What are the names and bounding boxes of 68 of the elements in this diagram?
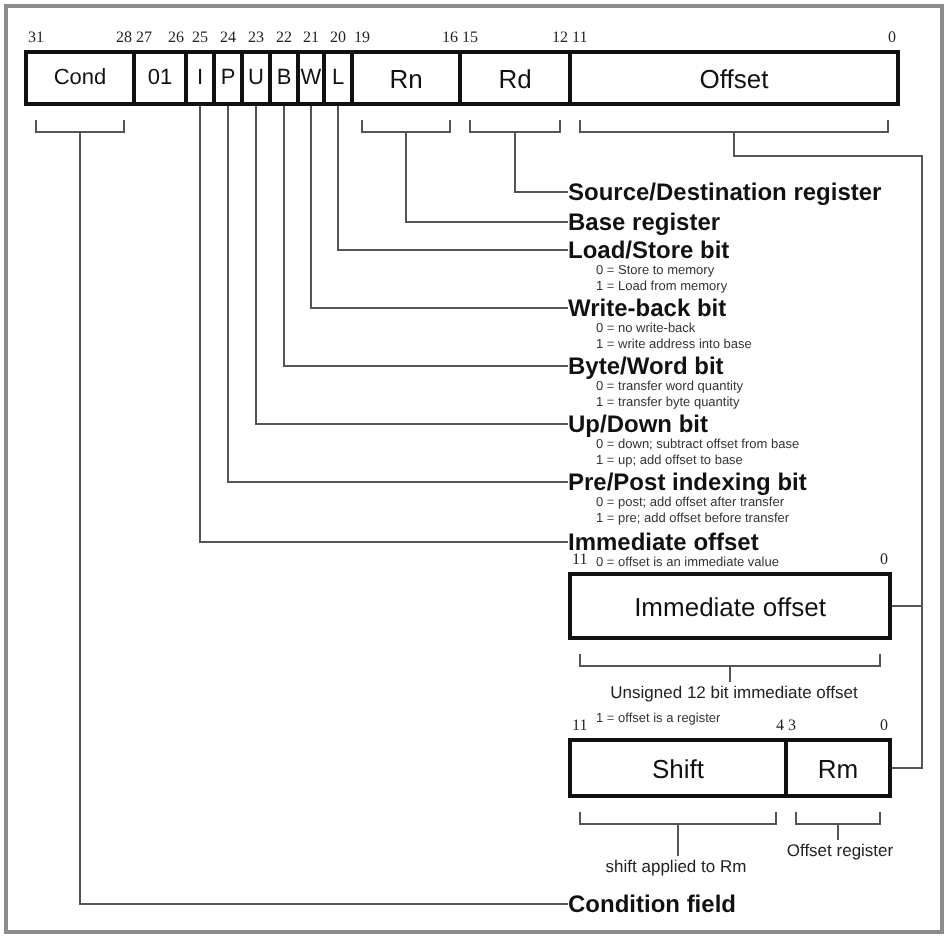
field-label: B [276,66,292,90]
caption-text: Offset register [786,840,894,860]
bit-number: 20 [328,28,348,46]
bit-number: 21 [301,28,321,46]
field-label: Rd [498,63,532,93]
bit-number: 28 [114,28,132,46]
field-label: 01 [147,66,173,90]
bit-number: 3 [788,716,796,734]
field-description-heading: Write-back bit [568,294,727,322]
bit-number: 19 [354,28,370,46]
bit-number: 16 [440,28,458,46]
field-description-heading: Byte/Word bit [568,352,724,380]
bit-number: 11 [572,716,588,734]
field-label: Rm [817,753,859,783]
field-description-heading: Up/Down bit [568,410,708,438]
field-label: Rn [389,63,423,93]
leader-line [337,105,569,251]
leader-line [35,119,569,905]
bit-number: 11 [572,28,588,46]
leader-line [579,119,923,769]
leader-line [199,105,569,543]
bit-number: 23 [246,28,266,46]
bit-field-box [568,572,892,640]
bit-field-box [458,50,572,106]
bit-number: 12 [550,28,568,46]
leader-line [579,653,881,683]
bit-number: 11 [572,550,588,568]
bit-field-box [350,50,462,106]
field-description-heading: Pre/Post indexing bit [568,468,807,496]
leader-line [310,105,569,309]
bit-number: 31 [28,28,44,46]
field-label: Shift [651,753,704,783]
field-label: Offset [699,63,769,93]
bit-number: 24 [218,28,238,46]
leader-line [795,811,881,841]
leader-line [283,105,569,367]
bit-number: 22 [274,28,294,46]
bit-number: 27 [136,28,152,46]
bit-field-box [132,50,188,106]
field-label: Cond [53,66,107,90]
bit-number: 25 [190,28,210,46]
field-label: Immediate offset [634,591,826,621]
leader-line [227,105,569,483]
leader-line [469,119,569,193]
leader-line [361,119,569,223]
caption-text: Unsigned 12 bit immediate offset [610,682,858,702]
bit-number: 0 [886,28,896,46]
bit-number: 4 [774,716,784,734]
field-description-heading: Source/Destination register [568,178,882,206]
bit-number: 0 [878,550,888,568]
bit-field-box [24,50,136,106]
caption-text: shift applied to Rm [605,856,747,876]
field-description-heading: Base register [568,208,721,236]
field-label: U [248,66,264,90]
field-description-heading: Immediate offset [568,528,759,556]
field-label: L [331,66,345,90]
bit-field-box [568,50,900,106]
field-label: W [300,66,322,90]
field-description-heading: Load/Store bit [568,236,730,264]
field-label: P [220,66,236,90]
field-description-heading: Condition field [568,890,736,918]
bit-field-box [568,738,788,798]
bit-field-box [784,738,892,798]
bit-number: 15 [462,28,478,46]
leader-line [255,105,569,425]
leader-line [579,811,777,857]
field-label: I [196,66,204,90]
bit-number: 0 [878,716,888,734]
